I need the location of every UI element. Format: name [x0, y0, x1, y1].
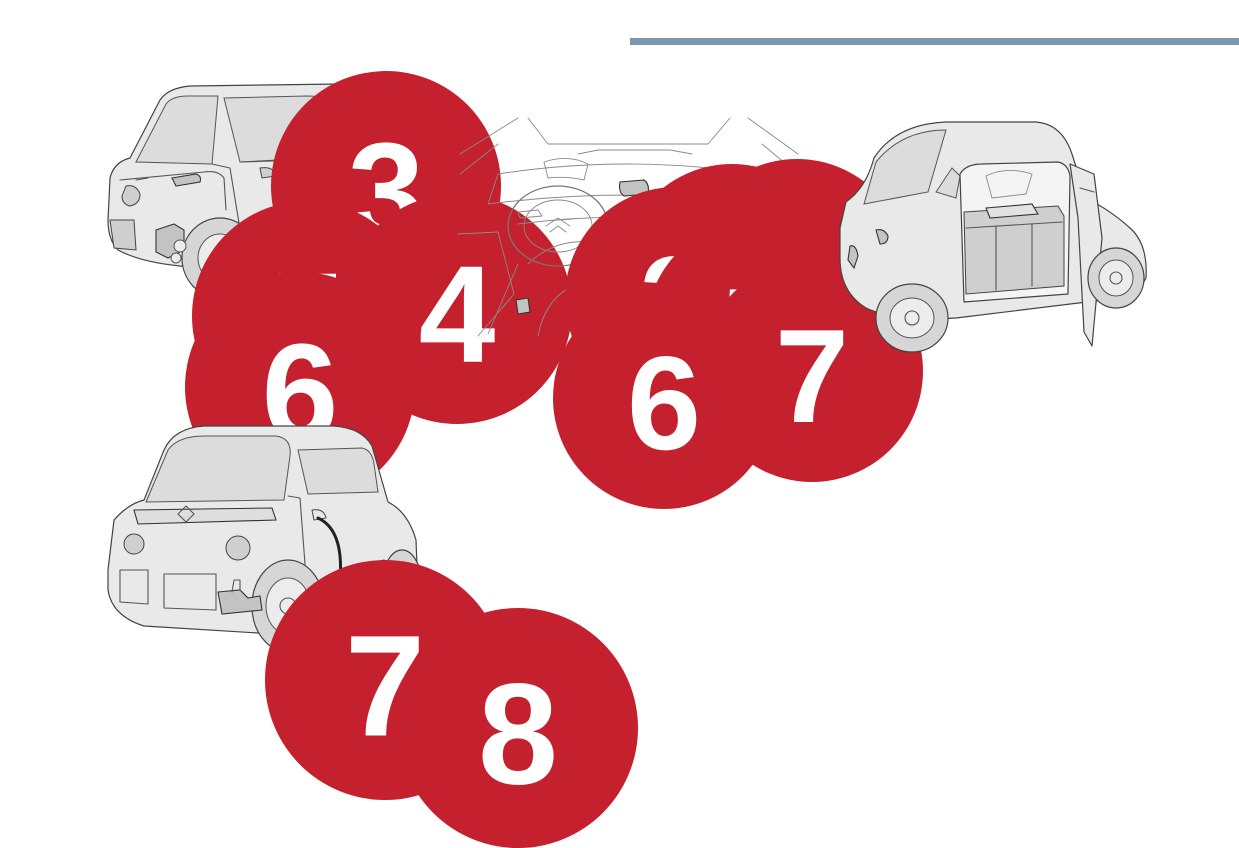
header-accent-bar — [630, 38, 1239, 45]
svg-text:4: 4 — [419, 238, 496, 392]
car-cargo-illustration — [836, 118, 1148, 354]
car-front-illustration: 3 4 5 6 — [100, 70, 572, 502]
marker-7: 7 — [701, 260, 923, 482]
car-rear-charging-illustration: 7 8 — [104, 420, 638, 848]
svg-text:8: 8 — [478, 654, 558, 815]
svg-text:6: 6 — [627, 329, 701, 478]
interior-illustration: 1 2 3 4 5 6 7 — [457, 114, 923, 509]
marker-8: 8 — [398, 608, 638, 848]
svg-text:7: 7 — [775, 302, 849, 451]
